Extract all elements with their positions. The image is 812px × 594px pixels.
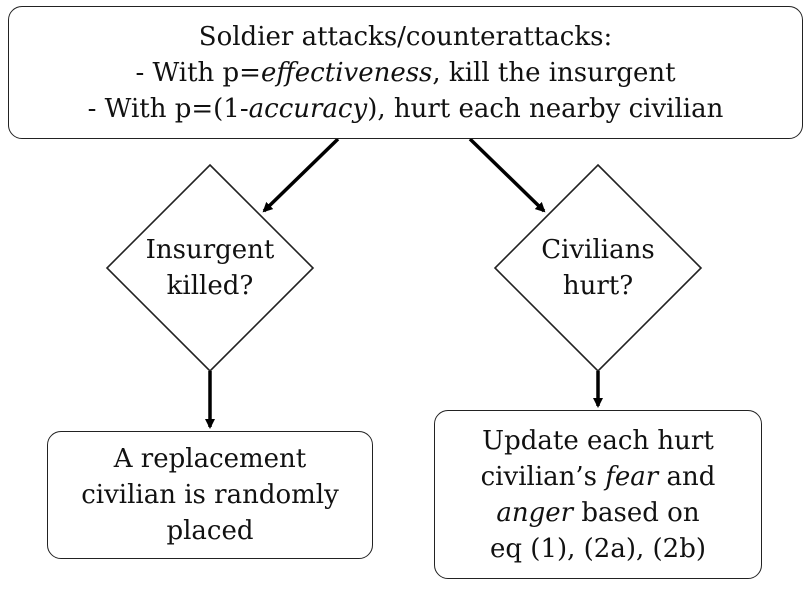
- update-fear-anger-box: Update each hurt civilian’s fear and ang…: [434, 410, 762, 579]
- accuracy-line: - With p=(1-accuracy), hurt each nearby …: [87, 93, 724, 124]
- soldier-attack-box: Soldier attacks/counterattacks: - With p…: [8, 6, 803, 139]
- effectiveness-line: - With p=effectiveness, kill the insurge…: [135, 57, 676, 88]
- arrow-top-to-right-decision: [468, 137, 546, 213]
- replacement-civilian-box: A replacement civilian is randomly place…: [47, 431, 373, 559]
- soldier-attack-title: Soldier attacks/counterattacks:: [198, 21, 613, 52]
- arrow-top-to-left-decision: [262, 137, 340, 213]
- decision-right-label: Civilians hurt?: [541, 235, 655, 301]
- decision-left-label: Insurgent killed?: [145, 235, 275, 301]
